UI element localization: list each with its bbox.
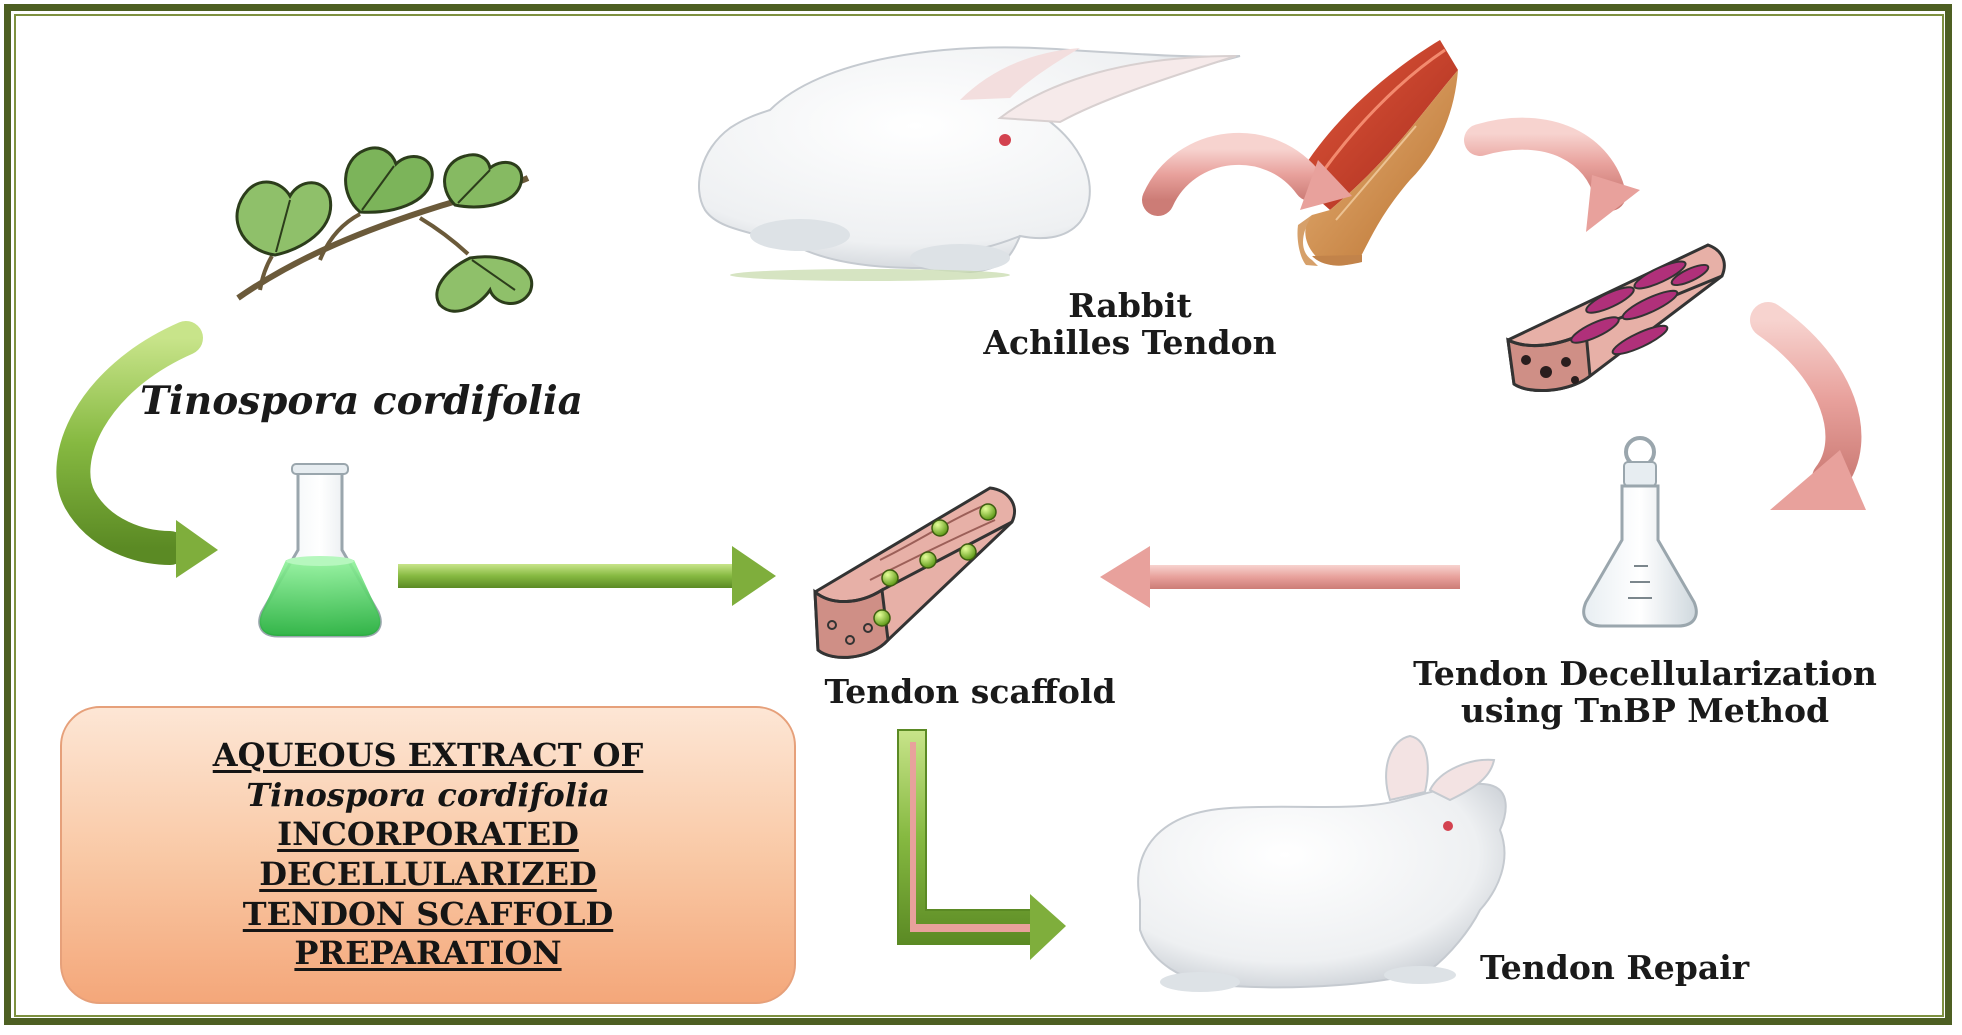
extract-flask-icon [260, 464, 381, 636]
green-straight-arrow [398, 546, 776, 606]
rabbit-tendon-label: Rabbit Achilles Tendon [920, 288, 1340, 362]
summary-line: AQUEOUS EXTRACT OF [213, 736, 644, 776]
rabbit-label-line1: Rabbit [920, 288, 1340, 325]
stoppered-flask-icon [1584, 438, 1697, 626]
pink-curved-arrow-3 [1768, 320, 1866, 510]
decell-label-line2: using TnBP Method [1340, 693, 1950, 730]
summary-box: AQUEOUS EXTRACT OF Tinospora cordifolia … [60, 706, 796, 1004]
tendon-scaffold-icon [815, 488, 1015, 657]
l-shaped-arrow [898, 730, 1066, 960]
summary-line: INCORPORATED [277, 815, 579, 855]
repair-label: Tendon Repair [1480, 950, 1820, 987]
pink-straight-arrow [1100, 546, 1460, 608]
pink-curved-arrow-2 [1480, 134, 1640, 232]
tendon-tissue-icon [1508, 245, 1724, 391]
achilles-tendon-icon [1296, 40, 1458, 266]
scaffold-label: Tendon scaffold [770, 674, 1170, 711]
summary-line: PREPARATION [294, 934, 561, 974]
summary-line: DECELLULARIZED [259, 855, 597, 895]
rabbit-icon [699, 48, 1240, 282]
decell-label-line1: Tendon Decellularization [1340, 656, 1950, 693]
decellularization-label: Tendon Decellularization using TnBP Meth… [1340, 656, 1950, 730]
rabbit-label-line2: Achilles Tendon [920, 325, 1340, 362]
summary-line: TENDON SCAFFOLD [243, 895, 613, 935]
repaired-rabbit-icon [1138, 736, 1506, 992]
green-curved-arrow [73, 338, 218, 578]
tinospora-leaves-icon [237, 148, 532, 311]
plant-label: Tinospora cordifolia [140, 380, 660, 424]
summary-line-species: Tinospora cordifolia [246, 776, 609, 816]
